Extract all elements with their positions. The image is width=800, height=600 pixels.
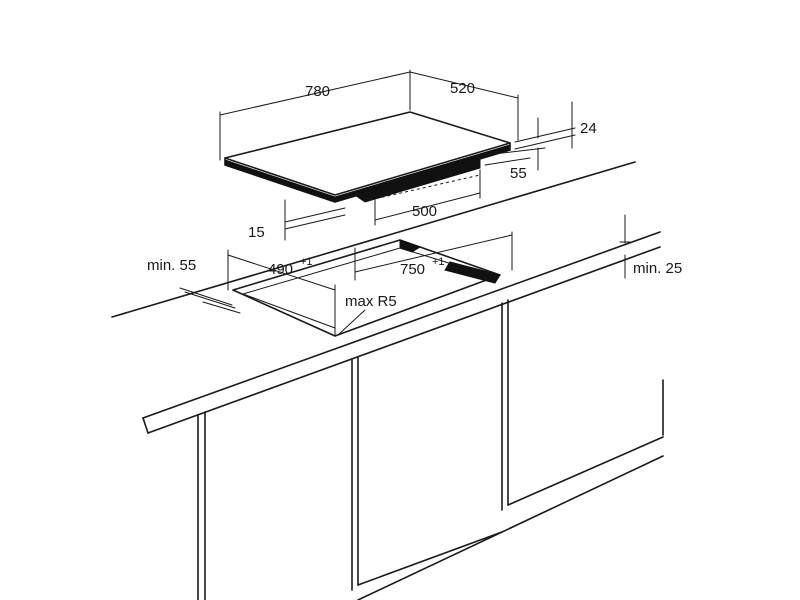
dim-490: 490 +1 bbox=[227, 249, 336, 331]
label-750: 750 bbox=[400, 261, 425, 278]
label-min25: min. 25 bbox=[633, 260, 682, 277]
label-750-tol: +1 bbox=[432, 256, 445, 268]
label-520: 520 bbox=[450, 80, 475, 97]
cabinet bbox=[197, 299, 664, 600]
label-15: 15 bbox=[248, 224, 265, 241]
dim-55: 55 bbox=[484, 147, 546, 182]
hob-top bbox=[224, 111, 511, 196]
hob-underbox-dash bbox=[369, 174, 481, 201]
dim-min55: min. 55 bbox=[147, 257, 241, 314]
hob-underbox bbox=[353, 157, 481, 203]
label-780: 780 bbox=[305, 83, 330, 100]
label-min55: min. 55 bbox=[147, 257, 196, 274]
hob-drawing bbox=[224, 111, 511, 203]
hob-edge-dark bbox=[224, 159, 336, 203]
worktop bbox=[111, 161, 661, 434]
dim-min25: min. 25 bbox=[619, 214, 682, 279]
dim-780: 780 bbox=[219, 69, 411, 161]
label-500: 500 bbox=[412, 203, 437, 220]
label-490-tol: +1 bbox=[300, 256, 313, 268]
dim-520: 520 bbox=[409, 71, 519, 141]
dim-maxR5: max R5 bbox=[337, 293, 397, 336]
cutout-dark-right bbox=[444, 261, 501, 284]
dim-24: 24 bbox=[514, 101, 597, 150]
label-55: 55 bbox=[510, 165, 527, 182]
label-maxR5: max R5 bbox=[345, 293, 397, 310]
cutout bbox=[232, 239, 501, 337]
cutout-dark-back bbox=[399, 239, 422, 253]
dim-500: 500 bbox=[374, 169, 481, 226]
label-490: 490 bbox=[268, 261, 293, 278]
dim-750: 750 +1 bbox=[354, 231, 513, 281]
label-24: 24 bbox=[580, 120, 597, 137]
dim-15: 15 bbox=[248, 199, 346, 241]
